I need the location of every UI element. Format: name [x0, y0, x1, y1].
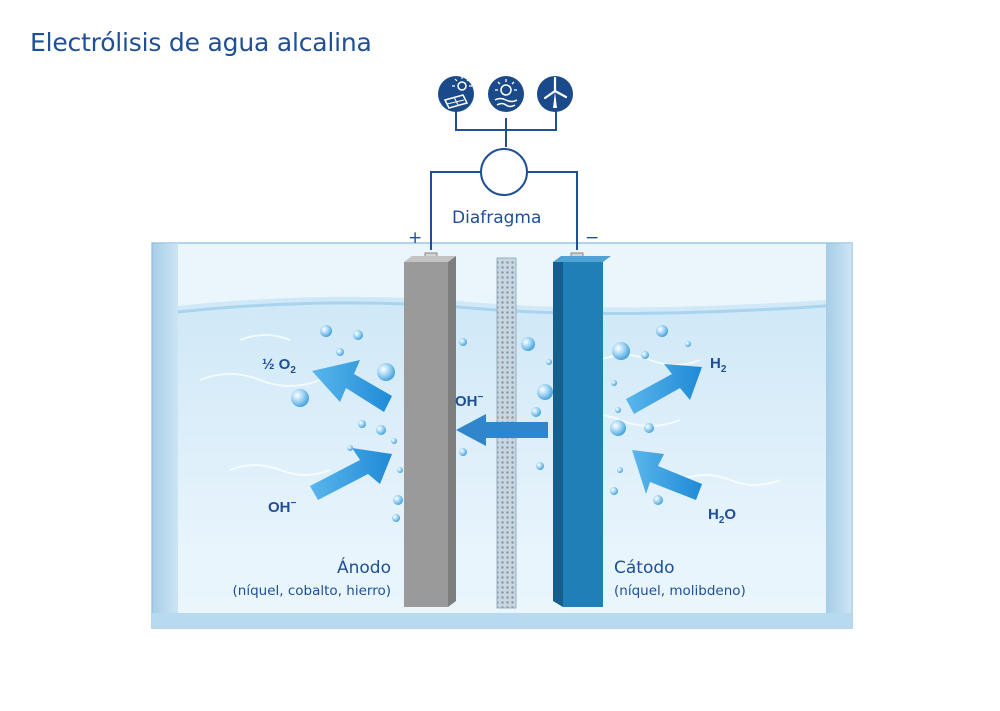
- gas-bubbles: [291, 325, 691, 522]
- oh-center-base: OH: [455, 393, 478, 410]
- arrow-h2-out: [626, 364, 702, 414]
- h2o-formula: H2O: [708, 506, 736, 526]
- oh-left-base: OH: [268, 499, 291, 516]
- arrow-h2o-in: [632, 450, 702, 500]
- cathode-materials: (níquel, molibdeno): [614, 583, 746, 599]
- oh-center-sup: −: [477, 392, 484, 403]
- arrows: [310, 360, 702, 500]
- o2-prefix: ½ O: [262, 356, 291, 373]
- wind-turbine-icon: [537, 76, 573, 112]
- oh-left-formula: OH−: [268, 498, 296, 516]
- arrow-o2-out: [312, 360, 392, 412]
- o2-formula: ½ O2: [262, 356, 296, 376]
- cathode-electrode: [553, 252, 611, 607]
- o2-sub: 2: [290, 365, 296, 376]
- anode-electrode: [404, 252, 456, 607]
- h2o-base: H: [708, 506, 719, 523]
- anode-materials: (níquel, cobalto, hierro): [232, 583, 391, 599]
- wiring: [430, 110, 578, 250]
- h2-sub: 2: [720, 364, 727, 375]
- h2-base: H: [710, 355, 721, 372]
- h2o-tail: O: [724, 506, 737, 523]
- oh-left-sup: −: [290, 498, 297, 509]
- diaphragm-label: Diafragma: [452, 208, 542, 228]
- solar-panel-icon: [438, 76, 474, 112]
- power-source-circle: [480, 148, 528, 196]
- h2-formula: H2: [710, 355, 726, 375]
- hydro-icon: [488, 76, 524, 112]
- arrow-oh-center: [456, 414, 548, 446]
- oh-center-formula: OH−: [455, 392, 483, 410]
- anode-label: Ánodo: [337, 558, 391, 578]
- terminal-plus-label: +: [408, 228, 423, 248]
- page-title: Electrólisis de agua alcalina: [30, 28, 372, 57]
- cathode-label: Cátodo: [614, 558, 675, 578]
- terminal-minus-label: −: [585, 228, 600, 248]
- h2o-sub: 2: [718, 515, 725, 526]
- arrow-oh-in: [310, 448, 392, 500]
